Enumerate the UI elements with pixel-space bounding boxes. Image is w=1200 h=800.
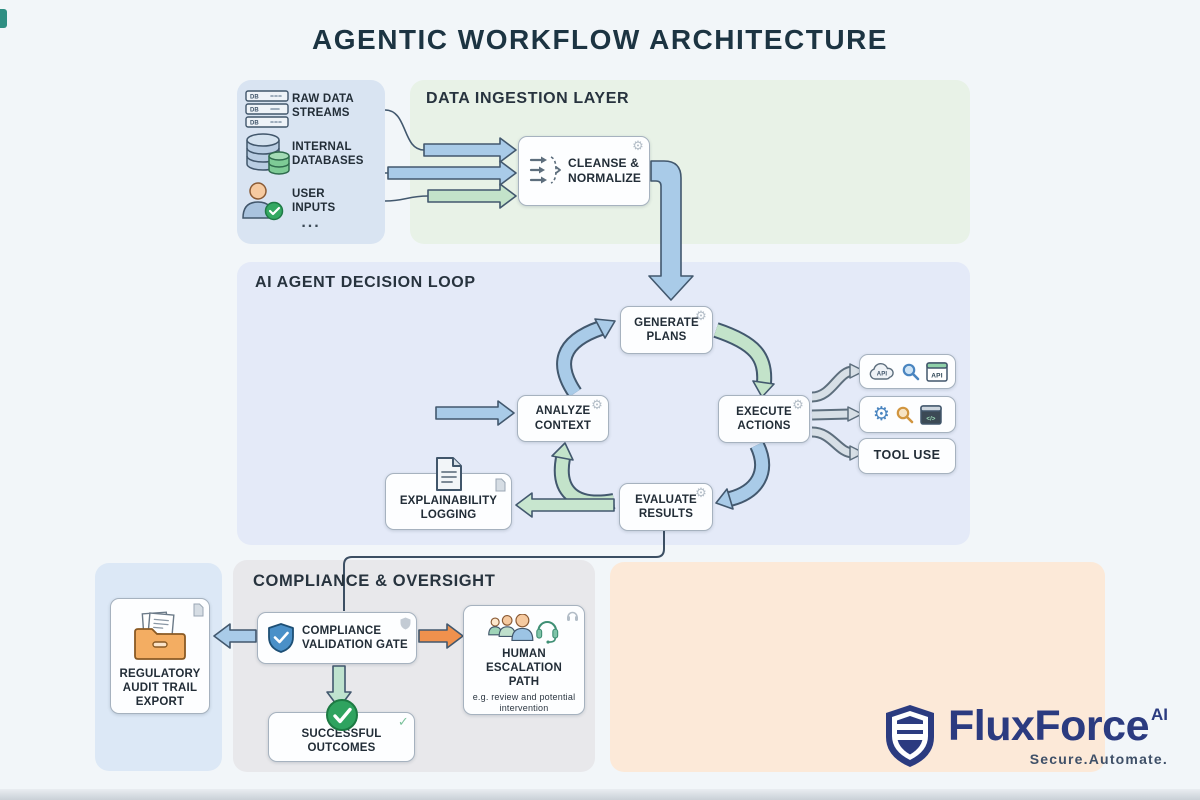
compliance-gate-node: COMPLIANCE VALIDATION GATE [257, 612, 417, 664]
success-check-icon [325, 699, 358, 731]
bottom-edge-band [0, 789, 1200, 800]
svg-text:API: API [876, 371, 887, 377]
tool-use-box: TOOL USE [858, 438, 956, 474]
human-escalation-label: HUMAN ESCALATION PATH [486, 648, 562, 689]
api-tools-box: API API [859, 354, 956, 389]
code-window-icon: </> [920, 404, 942, 425]
svg-text:DB: DB [250, 121, 259, 127]
cloud-api-icon: API [869, 362, 894, 380]
databases-icon [246, 133, 290, 175]
source-label-user-inputs: USER INPUTS [292, 188, 336, 214]
analyze-context-label: ANALYZE CONTEXT [534, 405, 592, 432]
human-escalation-node: HUMAN ESCALATION PATH e.g. review and po… [463, 605, 585, 715]
brand-shield-icon [886, 705, 934, 767]
brand-suffix: AI [1151, 705, 1168, 724]
brand-tagline: Secure.Automate. [1029, 751, 1168, 767]
generate-plans-label: GENERATE PLANS [634, 316, 699, 343]
svg-text:</>: </> [926, 416, 936, 422]
server-stack-icon: DB DB DB [245, 90, 289, 128]
search-icon [902, 363, 919, 380]
explainability-logging-label: EXPLAINABILITY LOGGING [399, 494, 498, 521]
regulatory-audit-node: REGULATORY AUDIT TRAIL EXPORT [110, 598, 210, 714]
gear-icon: ⚙ [872, 404, 891, 425]
headset-badge-icon [567, 611, 578, 621]
page-title: AGENTIC WORKFLOW ARCHITECTURE [312, 24, 888, 55]
execute-actions-label: EXECUTE ACTIONS [736, 405, 792, 432]
explainability-logging-node: EXPLAINABILITY LOGGING [385, 457, 512, 530]
cleanse-normalize-node: CLEANSE & NORMALIZE ⚙ [518, 136, 650, 206]
svg-text:DB: DB [250, 108, 259, 114]
successful-outcomes-node: SUCCESSFUL OUTCOMES ✓ [268, 699, 415, 762]
document-badge-icon [193, 603, 204, 617]
gear-badge-icon: ⚙ [591, 397, 603, 412]
shield-badge-icon [400, 617, 411, 630]
check-badge-icon: ✓ [397, 714, 409, 729]
gear-badge-icon: ⚙ [792, 397, 804, 412]
svg-text:DB: DB [250, 95, 259, 101]
sources-more-indicator: ... [301, 214, 321, 231]
user-inputs-icon [242, 182, 284, 221]
screen-edge-artifact [0, 9, 7, 28]
document-badge-icon [495, 478, 506, 492]
peach-panel [610, 562, 1105, 772]
gear-badge-icon: ⚙ [695, 308, 707, 323]
source-label-databases: INTERNAL DATABASES [292, 141, 364, 167]
successful-outcomes-label: SUCCESSFUL OUTCOMES [301, 727, 382, 754]
api-window-icon: API [925, 361, 948, 382]
people-headset-icon [488, 614, 559, 644]
evaluate-results-label: EVALUATE RESULTS [635, 493, 697, 520]
compliance-gate-label: COMPLIANCE VALIDATION GATE [302, 624, 408, 651]
shield-check-icon [268, 623, 294, 653]
svg-text:API: API [931, 372, 942, 379]
source-label-raw-data: RAW DATA STREAMS [292, 93, 354, 119]
code-tools-box: ⚙ </> [859, 396, 956, 433]
document-icon [435, 457, 462, 491]
search-icon-orange [896, 406, 914, 423]
folder-documents-icon [134, 611, 186, 660]
ingestion-header: DATA INGESTION LAYER [426, 90, 630, 107]
execute-actions-node: EXECUTE ACTIONS ⚙ [718, 395, 810, 443]
brand-logo: FluxForce AI Secure.Automate. [882, 703, 1168, 769]
generate-plans-node: GENERATE PLANS ⚙ [620, 306, 713, 354]
cleanse-filter-icon [529, 156, 561, 184]
cleanse-normalize-label: CLEANSE & NORMALIZE [568, 156, 642, 185]
gear-badge-icon: ⚙ [695, 485, 707, 500]
loop-header: AI AGENT DECISION LOOP [255, 274, 476, 291]
brand-name: FluxForce [948, 702, 1150, 750]
compliance-header: COMPLIANCE & OVERSIGHT [253, 572, 496, 590]
evaluate-results-node: EVALUATE RESULTS ⚙ [619, 483, 713, 531]
human-escalation-sublabel: e.g. review and potential intervention [472, 691, 576, 713]
tool-use-label: TOOL USE [873, 448, 941, 463]
regulatory-audit-label: REGULATORY AUDIT TRAIL EXPORT [119, 668, 201, 709]
analyze-context-node: ANALYZE CONTEXT ⚙ [517, 395, 609, 442]
gear-badge-icon: ⚙ [632, 138, 644, 153]
